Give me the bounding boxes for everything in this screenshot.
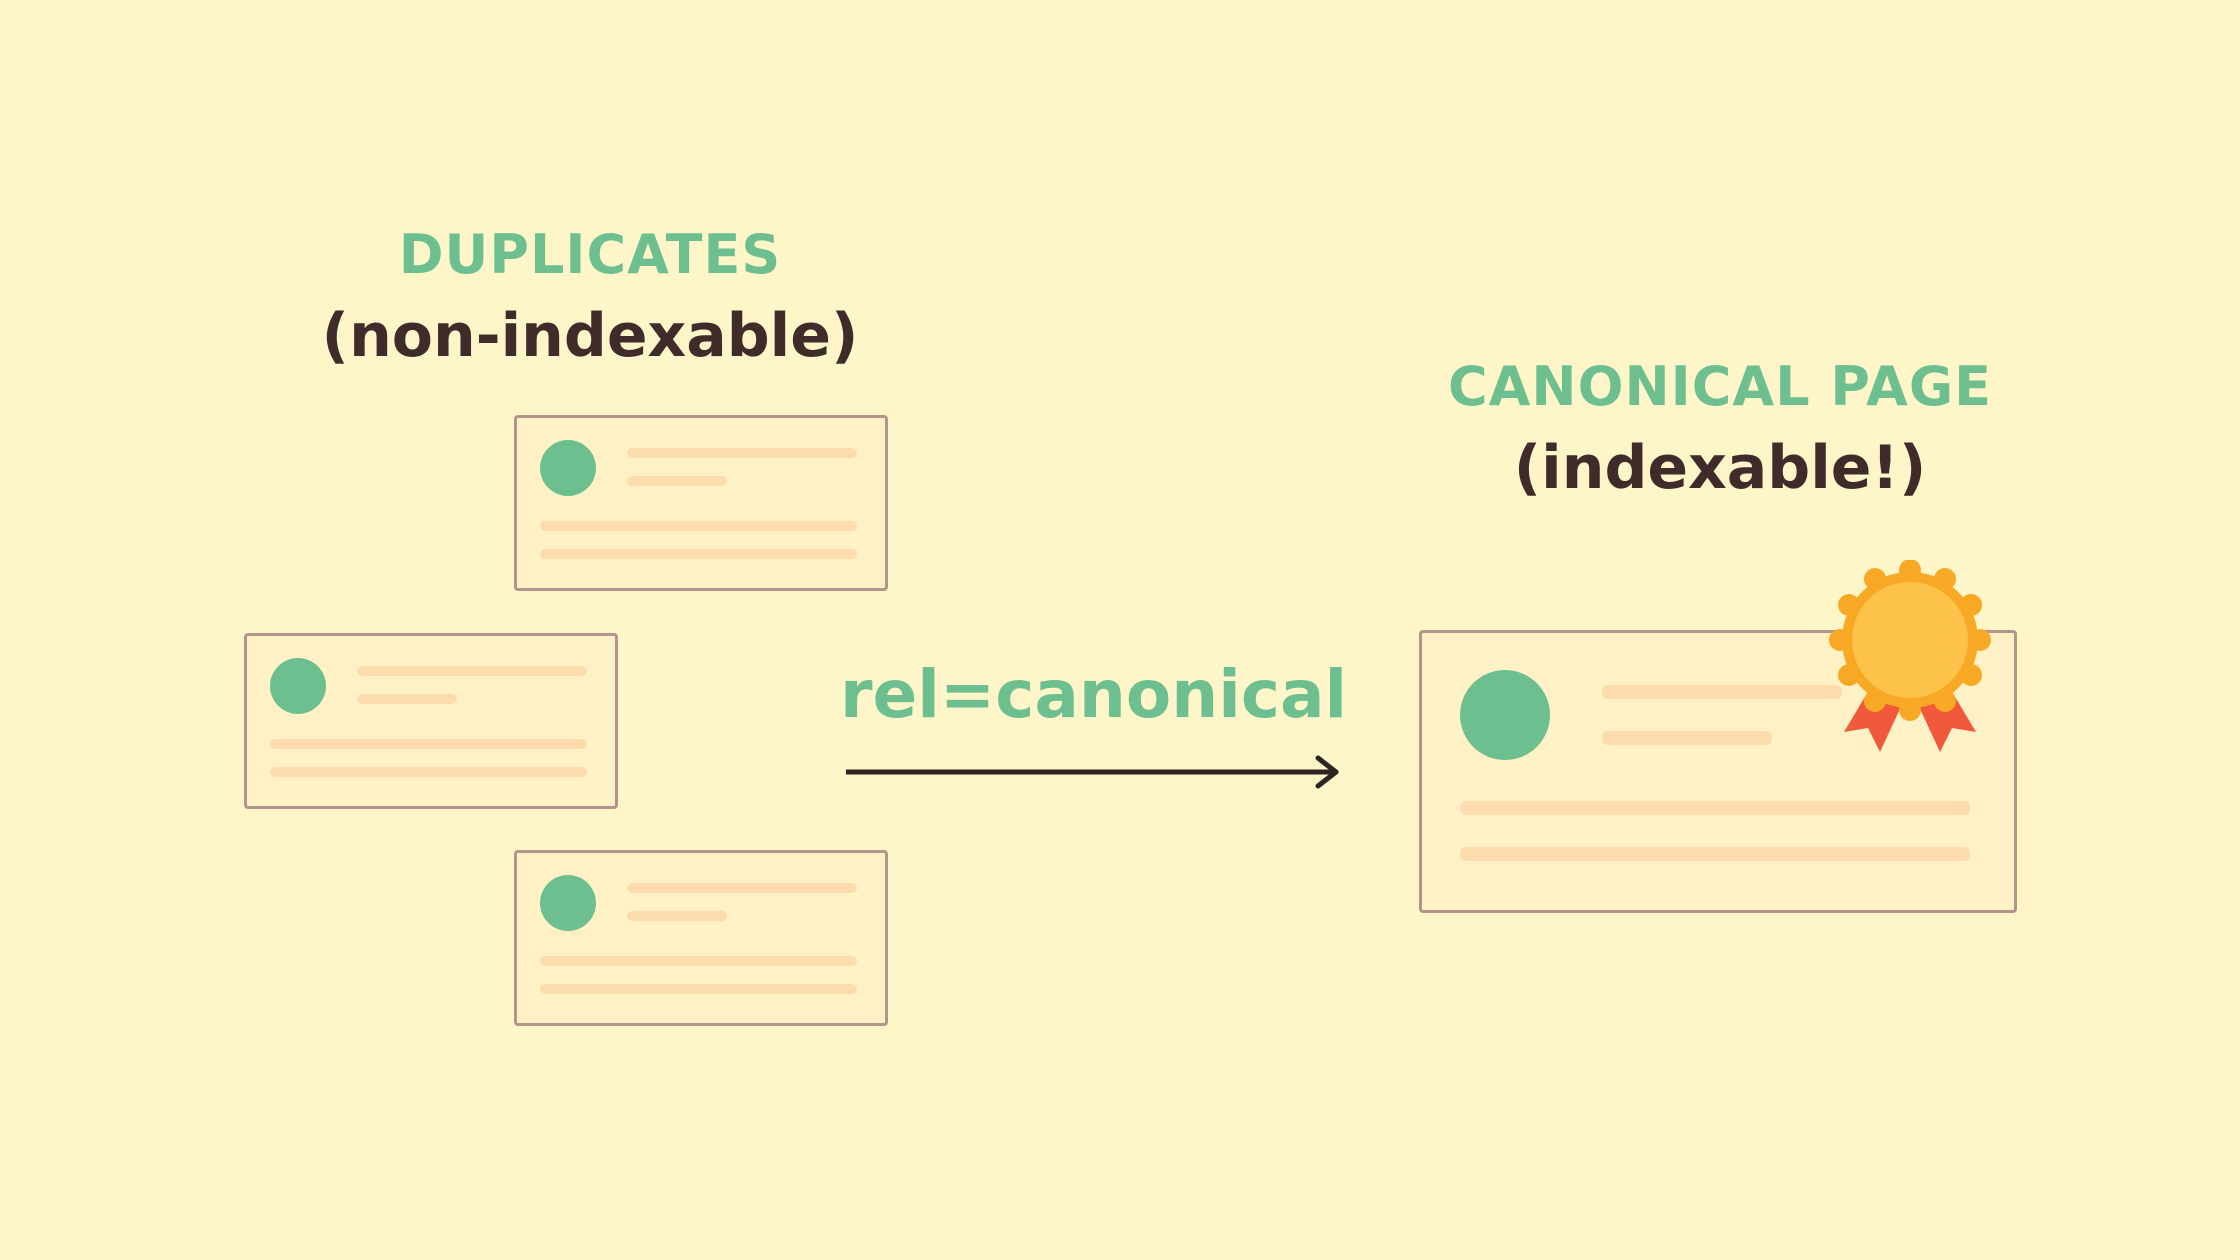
canonical-heading: CANONICAL PAGE <box>1447 355 1993 418</box>
award-badge-icon <box>1829 560 1991 752</box>
duplicates-heading-block: DUPLICATES (non-indexable) <box>290 223 890 371</box>
placeholder-line <box>627 476 727 486</box>
placeholder-line <box>627 883 857 893</box>
placeholder-line <box>357 666 587 676</box>
duplicates-subheading: (non-indexable) <box>321 301 859 371</box>
placeholder-line <box>1460 801 1970 815</box>
placeholder-line <box>1460 847 1970 861</box>
placeholder-line <box>540 521 857 531</box>
duplicate-page-card <box>514 415 888 591</box>
placeholder-line <box>1602 731 1772 745</box>
avatar-dot <box>1460 670 1550 760</box>
canonical-subheading: (indexable!) <box>1513 433 1927 503</box>
placeholder-line <box>1602 685 1842 699</box>
canonical-heading-block: CANONICAL PAGE (indexable!) <box>1420 355 2020 503</box>
placeholder-line <box>270 739 587 749</box>
placeholder-line <box>540 984 857 994</box>
avatar-dot <box>270 658 326 714</box>
duplicates-heading: DUPLICATES <box>398 223 782 286</box>
placeholder-line <box>357 694 457 704</box>
avatar-dot <box>540 875 596 931</box>
placeholder-line <box>540 956 857 966</box>
avatar-dot <box>540 440 596 496</box>
arrow-right-icon <box>846 755 1339 789</box>
placeholder-line <box>627 448 857 458</box>
rel-canonical-label: rel=canonical <box>840 656 1348 733</box>
placeholder-line <box>540 549 857 559</box>
duplicate-page-card <box>244 633 618 809</box>
placeholder-line <box>627 911 727 921</box>
duplicate-page-card <box>514 850 888 1026</box>
placeholder-line <box>270 767 587 777</box>
